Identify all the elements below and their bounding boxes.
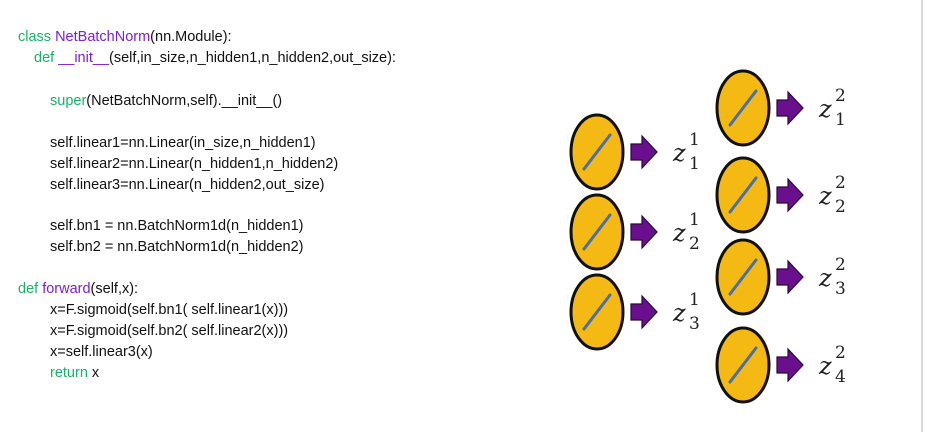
label-superscript: 2 [835, 86, 846, 106]
label-subscript: 3 [689, 314, 700, 334]
code-token: self.bn1 = nn.BatchNorm1d(n_hidden1) [50, 218, 304, 234]
code-line: self.linear3=nn.Linear(n_hidden2,out_siz… [50, 176, 324, 194]
activation-label: z [818, 352, 832, 380]
activation-slash [582, 213, 612, 251]
code-line: super(NetBatchNorm,self).__init__() [50, 92, 282, 110]
code-token: __init__ [58, 50, 109, 66]
arrow-icon [776, 177, 804, 213]
code-token: x=F.sigmoid(self.bn1( self.linear1(x))) [50, 302, 289, 318]
activation-label: z [818, 95, 832, 123]
arrow-icon [776, 90, 804, 126]
code-line: x=F.sigmoid(self.bn2( self.linear2(x))) [50, 322, 288, 340]
label-superscript: 2 [835, 255, 846, 275]
code-token: (self,in_size,n_hidden1,n_hidden2,out_si… [108, 50, 396, 66]
code-line: def __init__(self,in_size,n_hidden1,n_hi… [34, 49, 396, 67]
code-token: return [50, 365, 92, 381]
arrow-icon [630, 294, 658, 330]
code-line: self.bn1 = nn.BatchNorm1d(n_hidden1) [50, 217, 304, 235]
code-token: x=F.sigmoid(self.bn2( self.linear2(x))) [50, 323, 289, 339]
activation-slash [728, 176, 758, 214]
code-token: class [18, 29, 56, 45]
code-token: x [91, 365, 100, 381]
code-token: NetBatchNorm [55, 29, 151, 45]
code-token: self.linear2=nn.Linear(n_hidden1,n_hidde… [50, 156, 339, 172]
activation-slash [728, 346, 758, 384]
code-token: x=self.linear3(x) [50, 344, 153, 360]
code-line: self.bn2 = nn.BatchNorm1d(n_hidden2) [50, 238, 304, 256]
arrow-icon [776, 347, 804, 383]
panel-divider [921, 0, 923, 432]
code-line: self.linear1=nn.Linear(in_size,n_hidden1… [50, 134, 316, 152]
activation-slash [728, 89, 758, 127]
code-line: return x [50, 364, 99, 382]
label-subscript: 1 [689, 154, 700, 174]
code-token: (self,x): [90, 281, 139, 297]
code-line: x=F.sigmoid(self.bn1( self.linear1(x))) [50, 301, 288, 319]
activation-label: z [672, 219, 686, 247]
label-superscript: 1 [689, 210, 700, 230]
label-superscript: 2 [835, 173, 846, 193]
code-token: (NetBatchNorm,self).__init__() [86, 93, 283, 109]
label-subscript: 2 [835, 197, 846, 217]
label-superscript: 2 [835, 343, 846, 363]
label-superscript: 1 [689, 130, 700, 150]
activation-label: z [818, 264, 832, 292]
label-subscript: 2 [689, 234, 700, 254]
code-panel: class NetBatchNorm(nn.Module): def __init… [18, 28, 396, 382]
label-subscript: 3 [835, 279, 846, 299]
label-subscript: 4 [835, 367, 846, 387]
code-token: super [50, 93, 87, 109]
label-superscript: 1 [689, 290, 700, 310]
code-token: forward [42, 281, 91, 297]
activation-slash [728, 258, 758, 296]
activation-slash [582, 293, 612, 331]
code-token: def [34, 50, 59, 66]
code-token: self.linear1=nn.Linear(in_size,n_hidden1… [50, 135, 316, 151]
code-line: self.linear2=nn.Linear(n_hidden1,n_hidde… [50, 155, 338, 173]
activation-label: z [672, 299, 686, 327]
arrow-icon [630, 214, 658, 250]
code-token: self.bn2 = nn.BatchNorm1d(n_hidden2) [50, 239, 304, 255]
code-token: self.linear3=nn.Linear(n_hidden2,out_siz… [50, 177, 325, 193]
activation-label: z [672, 139, 686, 167]
arrow-icon [630, 134, 658, 170]
code-token: def [18, 281, 43, 297]
code-token: (nn.Module): [150, 29, 232, 45]
label-subscript: 1 [835, 110, 846, 130]
activation-slash [582, 133, 612, 171]
arrow-icon [776, 259, 804, 295]
activation-label: z [818, 182, 832, 210]
code-line: def forward(self,x): [18, 280, 138, 298]
code-line: class NetBatchNorm(nn.Module): [18, 28, 232, 46]
code-line: x=self.linear3(x) [50, 343, 153, 361]
